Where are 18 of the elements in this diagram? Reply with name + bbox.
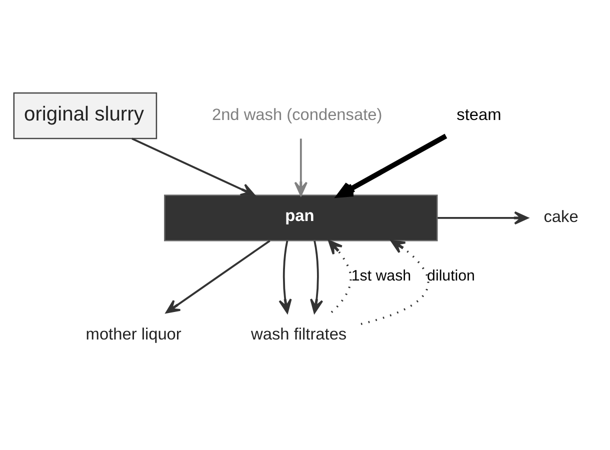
arrow — [438, 210, 528, 224]
arrow — [328, 239, 352, 312]
arrow — [278, 240, 292, 313]
arrow — [310, 240, 324, 313]
node-text: steam — [456, 106, 502, 124]
node-box: original slurry — [13, 92, 158, 139]
node-box: pan — [164, 194, 438, 241]
node-text: mother liquor — [86, 325, 182, 344]
arrow — [360, 239, 430, 324]
node-text: wash filtrates — [251, 325, 347, 344]
edge-label: 1st wash — [351, 267, 412, 284]
node-text: 2nd wash (condensate) — [212, 106, 382, 124]
arrow — [166, 240, 270, 313]
arrow — [132, 137, 256, 196]
arrow — [294, 138, 308, 196]
arrow — [336, 133, 448, 198]
edge-label: dilution — [427, 267, 475, 284]
node-text: cake — [544, 208, 578, 226]
